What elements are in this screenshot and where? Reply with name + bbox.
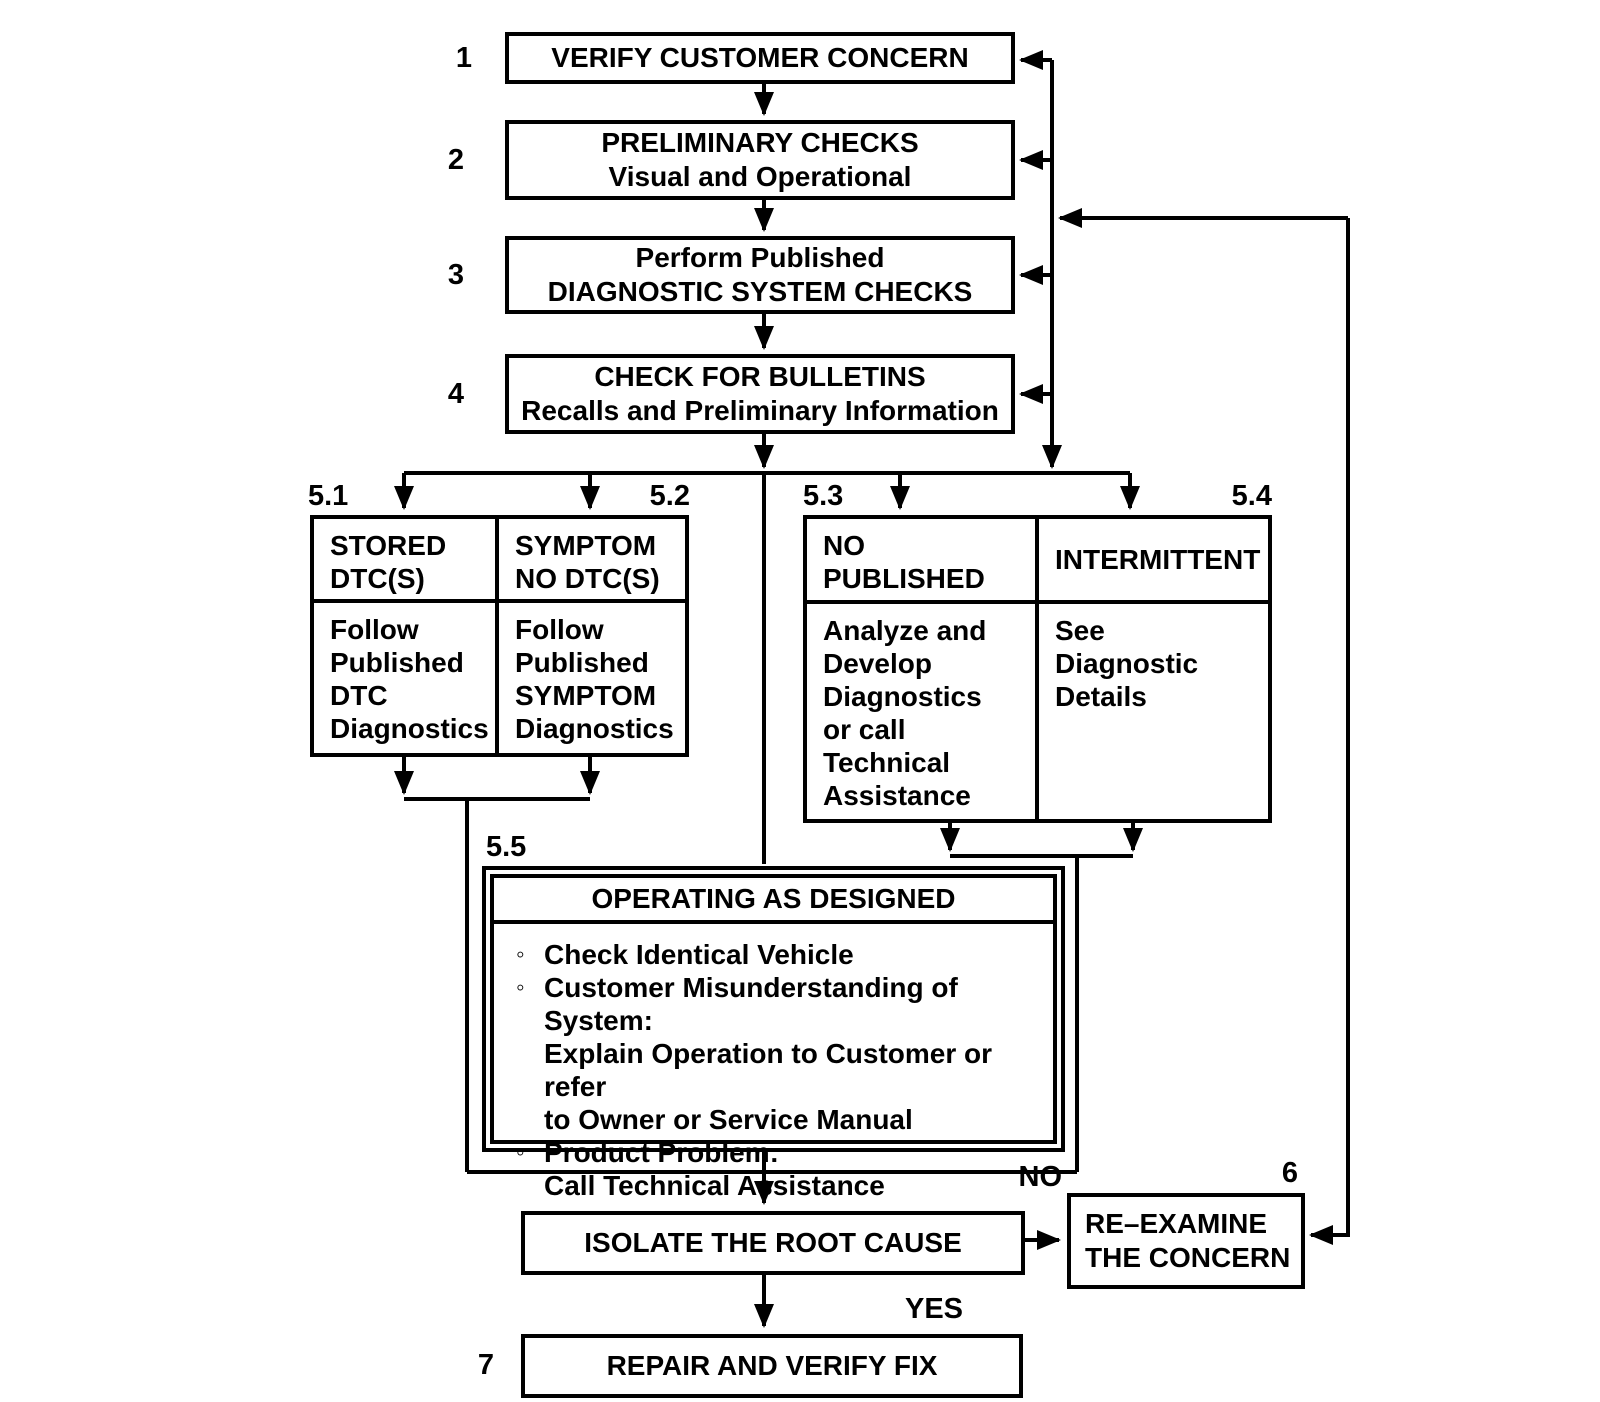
dtc-symptom-table: STORED DTC(S) SYMPTOM NO DTC(S) Follow P… [310,515,689,757]
reexamine-number: 6 [1281,1157,1299,1189]
step1-number: 1 [455,42,473,74]
operating-title: OPERATING AS DESIGNED [494,878,1053,924]
isolate-root-cause-box: ISOLATE THE ROOT CAUSE [521,1211,1025,1275]
list-item: ◦ Check Identical Vehicle [516,938,1043,971]
branch-54-number: 5.4 [1231,480,1272,512]
list-item: ◦ Product Problem: Call Technical Assist… [516,1136,1043,1202]
branch-52-number: 5.2 [649,480,690,512]
operating-number: 5.5 [486,831,527,863]
bullet-text: Customer Misunderstanding of System: Exp… [544,972,993,1135]
step4-box: CHECK FOR BULLETINS Recalls and Prelimin… [505,354,1015,434]
stored-dtc-body-cell: Follow Published DTC Diagnostics [314,603,495,753]
intermittent-body-cell: See Diagnostic Details [1039,604,1268,819]
reexamine-concern-box: RE–EXAMINE THE CONCERN [1067,1193,1305,1289]
step2-number: 2 [447,144,465,176]
no-label: NO [1018,1161,1063,1193]
bullet-icon: ◦ [516,941,525,968]
operating-as-designed-box: OPERATING AS DESIGNED ◦ Check Identical … [482,866,1065,1201]
stored-dtc-header-cell: STORED DTC(S) [314,519,495,599]
branch-51-number: 5.1 [308,480,349,512]
operating-bullet-list: ◦ Check Identical Vehicle ◦ Customer Mis… [494,924,1053,1202]
step4-number: 4 [447,378,465,410]
yes-label: YES [905,1293,964,1325]
step2-box: PRELIMINARY CHECKS Visual and Operationa… [505,120,1015,200]
step1-box: VERIFY CUSTOMER CONCERN [505,32,1015,84]
symptom-no-dtc-body-cell: Follow Published SYMPTOM Diagnostics [499,603,685,753]
symptom-no-dtc-header-cell: SYMPTOM NO DTC(S) [499,519,685,599]
operating-inner-frame: OPERATING AS DESIGNED ◦ Check Identical … [490,874,1057,1201]
bullet-icon: ◦ [516,974,525,1001]
no-published-diagnostics-body-cell: Analyze and Develop Diagnostics or call … [807,604,1035,819]
list-item: ◦ Customer Misunderstanding of System: E… [516,971,1043,1136]
intermittent-header-cell: INTERMITTENT [1039,519,1268,600]
feedback-side [1309,218,1350,1245]
bullet-text: Check Identical Vehicle [544,939,854,970]
repair-number: 7 [477,1349,495,1381]
bullet-icon: ◦ [516,1139,525,1166]
step3-box: Perform Published DIAGNOSTIC SYSTEM CHEC… [505,236,1015,314]
step3-number: 3 [447,259,465,291]
repair-verify-fix-box: REPAIR AND VERIFY FIX [521,1334,1023,1398]
bullet-text: Product Problem: Call Technical Assistan… [544,1137,885,1201]
branch-53-number: 5.3 [803,480,844,512]
